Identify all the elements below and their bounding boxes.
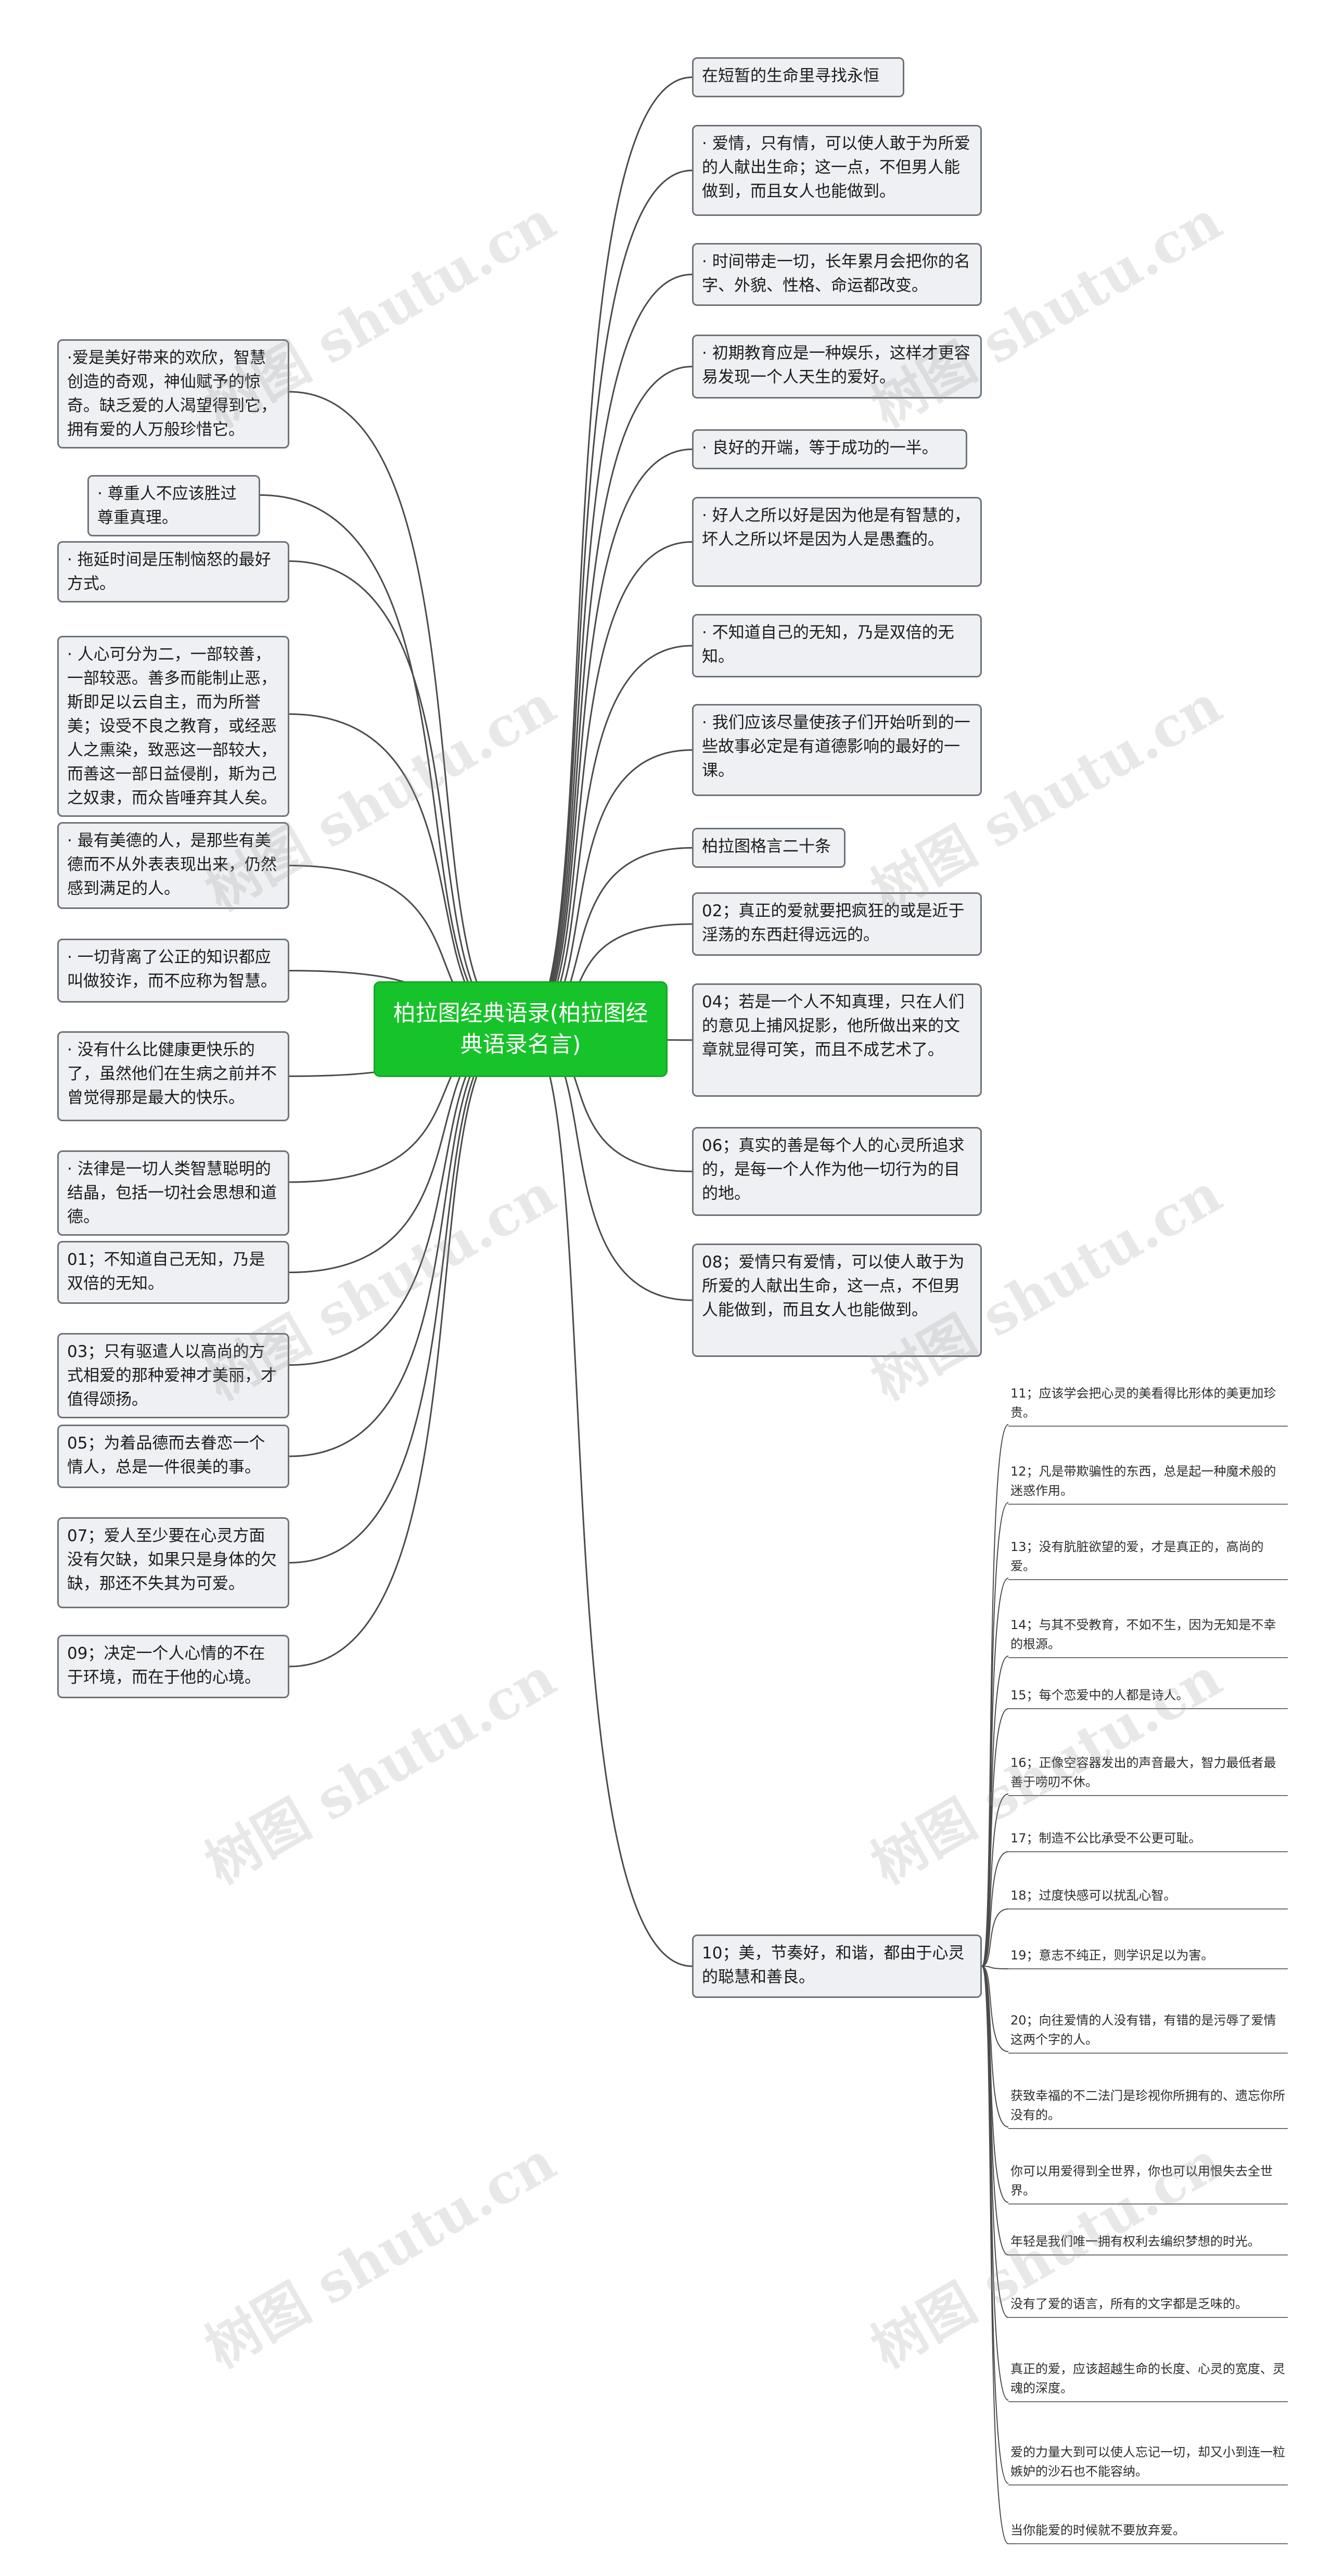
left-topic-node[interactable]: · 拖延时间是压制恼怒的最好方式。 xyxy=(57,541,289,603)
right-topic-node[interactable]: · 爱情，只有情，可以使人敢于为所爱的人献出生命；这一点，不但男人能做到，而且女… xyxy=(692,125,982,216)
left-topic-node[interactable]: · 没有什么比健康更快乐的了，虽然他们在生病之前并不曾觉得那是最大的快乐。 xyxy=(57,1031,289,1121)
left-topic-node[interactable]: 03；只有驱遣人以高尚的方式相爱的那种爱神才美丽，才值得颂扬。 xyxy=(57,1333,289,1418)
leaf-connector xyxy=(981,1851,1009,1967)
left-topic-node[interactable]: · 尊重人不应该胜过尊重真理。 xyxy=(87,475,260,536)
leaf-topic-node[interactable]: 11；应该学会把心灵的美看得比形体的美更加珍贵。 xyxy=(1008,1384,1288,1427)
leaf-topic-node[interactable]: 16；正像空容器发出的声音最大，智力最低者最善于唠叨不休。 xyxy=(1008,1753,1288,1796)
left-topic-node[interactable]: 05；为着品德而去眷恋一个情人，总是一件很美的事。 xyxy=(57,1425,289,1488)
root-topic[interactable]: 柏拉图经典语录(柏拉图经典语录名言) xyxy=(374,981,668,1077)
leaf-topic-node[interactable]: 12；凡是带欺骗性的东西，总是起一种魔术般的迷惑作用。 xyxy=(1008,1462,1288,1505)
right-topic-node[interactable]: 02；真正的爱就要把疯狂的或是近于淫荡的东西赶得远远的。 xyxy=(692,892,982,956)
right-connector xyxy=(522,76,693,1030)
left-connector xyxy=(289,1028,520,1457)
leaf-connector xyxy=(981,1966,1009,1969)
right-topic-node[interactable]: · 不知道自己的无知，乃是双倍的无知。 xyxy=(692,614,982,677)
right-connector xyxy=(522,1028,693,1967)
leaf-topic-node[interactable]: 17；制造不公比承受不公更可耻。 xyxy=(1008,1829,1288,1852)
leaf-connector xyxy=(981,1502,1009,1967)
left-topic-node[interactable]: · 最有美德的人，是那些有美德而不从外表表现出来，仍然感到满足的人。 xyxy=(57,822,289,909)
right-topic-node[interactable]: · 我们应该尽量使孩子们开始听到的一些故事必定是有道德影响的最好的一课。 xyxy=(692,704,982,796)
leaf-topic-node[interactable]: 15；每个恋爱中的人都是诗人。 xyxy=(1008,1686,1288,1709)
leaf-topic-node[interactable]: 爱的力量大到可以使人忘记一切，却又小到连一粒嫉妒的沙石也不能容纳。 xyxy=(1008,2443,1288,2485)
right-topic-node[interactable]: · 时间带走一切，长年累月会把你的名字、外貌、性格、命运都改变。 xyxy=(692,243,982,306)
left-connector xyxy=(260,494,520,1030)
leaf-connector xyxy=(981,1966,1009,2318)
left-connector xyxy=(289,391,520,1030)
right-topic-node[interactable]: 08；爱情只有爱情，可以使人敢于为所爱的人献出生命，这一点，不但男人能做到，而且… xyxy=(692,1244,982,1357)
leaf-connector xyxy=(981,1966,1009,2484)
leaf-topic-node[interactable]: 14；与其不受教育，不如不生，因为无知是不幸的根源。 xyxy=(1008,1616,1288,1658)
leaf-topic-node[interactable]: 当你能爱的时候就不要放弃爱。 xyxy=(1008,2521,1288,2544)
right-connector xyxy=(522,366,693,1030)
leaf-connector xyxy=(981,1793,1009,1967)
leaf-topic-node[interactable]: 18；过度快感可以扰乱心智。 xyxy=(1008,1886,1288,1909)
right-topic-node[interactable]: 04；若是一个人不知真理，只在人们的意见上捕风捉影，他所做出来的文章就显得可笑，… xyxy=(692,983,982,1097)
leaf-connector xyxy=(981,1578,1009,1967)
leaf-topic-node[interactable]: 19；意志不纯正，则学识足以为害。 xyxy=(1008,1946,1288,1969)
leaf-topic-node[interactable]: 获致幸福的不二法门是珍视你所拥有的、遗忘你所没有的。 xyxy=(1008,2086,1288,2129)
left-connector xyxy=(289,1028,520,1366)
right-connector xyxy=(522,645,693,1030)
right-topic-node[interactable]: · 好人之所以好是因为他是有智慧的，坏人之所以坏是因为人是愚蠢的。 xyxy=(692,497,982,587)
leaf-topic-node[interactable]: 真正的爱，应该超越生命的长度、心灵的宽度、灵魂的深度。 xyxy=(1008,2360,1288,2402)
left-topic-node[interactable]: 01；不知道自己无知，乃是双倍的无知。 xyxy=(57,1241,289,1304)
right-topic-node[interactable]: · 良好的开端，等于成功的一半。 xyxy=(692,429,967,469)
left-topic-node[interactable]: 07；爱人至少要在心灵方面没有欠缺，如果只是身体的欠缺，那还不失其为可爱。 xyxy=(57,1517,289,1608)
right-connector xyxy=(522,170,693,1030)
left-connector xyxy=(289,1028,520,1668)
right-connector xyxy=(522,448,693,1030)
leaf-topic-node[interactable]: 你可以用爱得到全世界，你也可以用恨失去全世界。 xyxy=(1008,2162,1288,2205)
left-topic-node[interactable]: 09；决定一个人心情的不在于环境，而在于他的心境。 xyxy=(57,1635,289,1698)
leaf-connector xyxy=(981,1966,1009,2052)
leaf-connector xyxy=(981,1966,1009,2544)
left-topic-node[interactable]: · 法律是一切人类智慧聪明的结晶，包括一切社会思想和道德。 xyxy=(57,1150,289,1236)
right-connector xyxy=(522,274,693,1030)
left-topic-node[interactable]: ·爱是美好带来的欢欣，智慧创造的奇观，神仙赋予的惊奇。缺乏爱的人渴望得到它，拥有… xyxy=(57,339,289,448)
left-connector xyxy=(289,560,520,1030)
right-topic-node[interactable]: 柏拉图格言二十条 xyxy=(692,828,846,868)
right-connector xyxy=(522,541,693,1030)
leaf-topic-node[interactable]: 13；没有肮脏欲望的爱，才是真正的，高尚的爱。 xyxy=(1008,1537,1288,1580)
right-topic-node[interactable]: 在短暂的生命里寻找永恒 xyxy=(692,57,904,97)
leaf-connector xyxy=(981,1966,1009,2203)
leaf-connector xyxy=(981,1424,1009,1967)
leaf-topic-node[interactable]: 20；向往爱情的人没有错，有错的是污辱了爱情这两个字的人。 xyxy=(1008,2011,1288,2054)
left-topic-node[interactable]: · 人心可分为二，一部较善，一部较恶。善多而能制止恶，斯即足以云自主，而为所誉美… xyxy=(57,636,289,817)
leaf-connector xyxy=(981,1966,1009,2128)
leaf-connector xyxy=(981,1966,1009,2255)
left-topic-node[interactable]: · 一切背离了公正的知识都应叫做狡诈，而不应称为智慧。 xyxy=(57,939,289,1003)
right-topic-node[interactable]: · 初期教育应是一种娱乐，这样才更容易发现一个人天生的爱好。 xyxy=(692,335,982,399)
leaf-topic-node[interactable]: 年轻是我们唯一拥有权利去编织梦想的时光。 xyxy=(1008,2232,1288,2255)
leaf-connector xyxy=(981,1708,1009,1967)
leaf-connector xyxy=(981,1966,1009,2401)
leaf-connector xyxy=(981,1908,1009,1967)
right-topic-node[interactable]: 10；美，节奏好，和谐，都由于心灵的聪慧和善良。 xyxy=(692,1934,982,1998)
leaf-topic-node[interactable]: 没有了爱的语言，所有的文字都是乏味的。 xyxy=(1008,2295,1288,2318)
left-connector xyxy=(289,1028,520,1563)
right-topic-node[interactable]: 06；真实的善是每个人的心灵所追求的，是每一个人作为他一切行为的目的地。 xyxy=(692,1127,982,1216)
